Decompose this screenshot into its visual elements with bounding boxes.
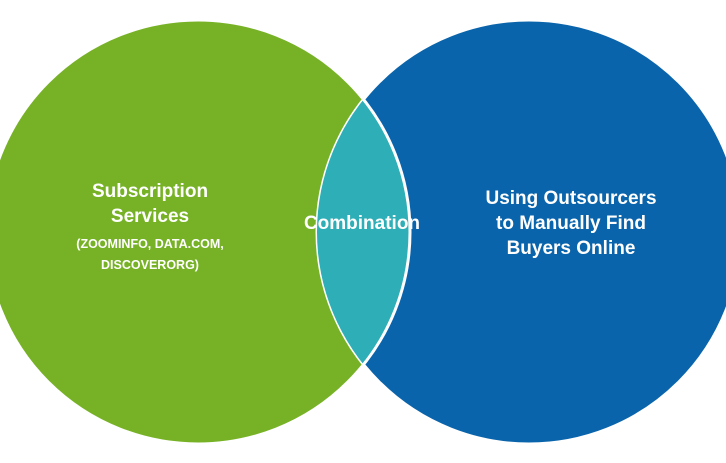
right-title-line-3: Buyers Online xyxy=(507,238,636,259)
overlap-outline xyxy=(0,18,412,446)
left-title-line-2: Services xyxy=(111,206,189,227)
left-subtitle-line-2: DISCOVERORG) xyxy=(101,258,199,272)
right-title-line-2: to Manually Find xyxy=(496,213,646,234)
right-title-line-1: Using Outsourcers xyxy=(485,188,656,209)
left-title-line-1: Subscription xyxy=(92,181,208,202)
overlap-label: Combination xyxy=(304,213,420,234)
left-subtitle-line-1: (ZOOMINFO, DATA.COM, xyxy=(76,237,223,251)
circle-subscription-services xyxy=(0,20,410,444)
